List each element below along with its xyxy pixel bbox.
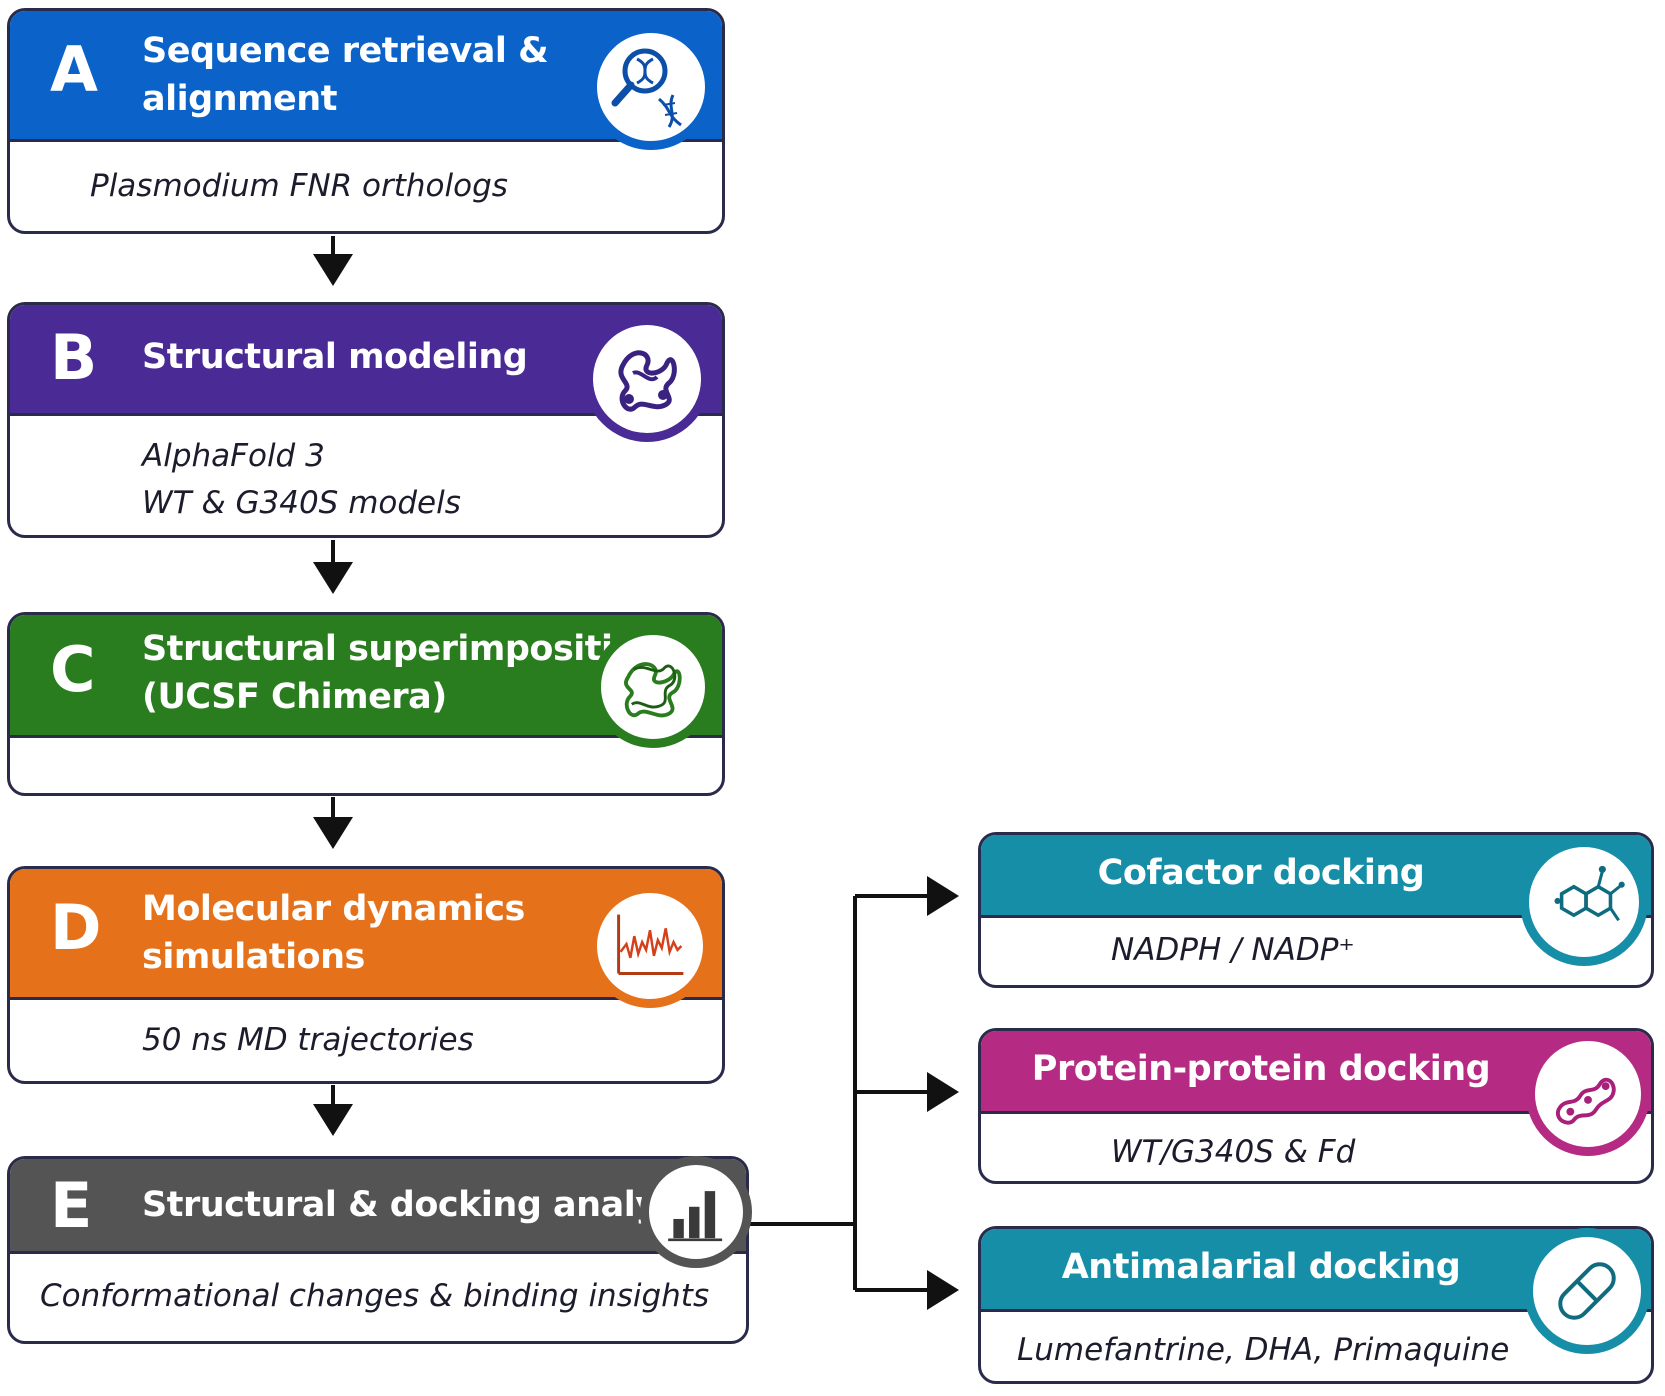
step-b-title: Structural modeling [142,337,528,377]
step-d-letter: D [50,891,102,964]
step-c-title: Structural superimposition (UCSF Chimera… [142,629,661,717]
capsule-icon [1524,1228,1650,1354]
protein-protein-docking-title: Protein-protein docking [1031,1049,1491,1089]
protein-protein-docking-subtitle: WT/G340S & Fd [1111,1134,1356,1170]
bar-chart-icon [640,1156,752,1268]
step-e-title: Structural & docking analysis [142,1185,710,1225]
protein-complex-icon [1526,1032,1650,1156]
step-e-letter: E [50,1169,93,1242]
step-e-subtitle: Conformational changes & binding insight… [40,1278,710,1314]
magnifier-dna-icon [588,24,714,150]
superimposed-protein-icon [592,626,714,748]
molecule-icon [1520,838,1648,966]
step-d-subtitle: 50 ns MD trajectories [142,1022,474,1058]
trajectory-plot-icon [588,884,712,1008]
step-c-letter: C [50,633,96,706]
cofactor-docking-subtitle: NADPH / NADP⁺ [1111,932,1355,968]
protein-structure-icon [584,316,710,442]
antimalarial-docking-title: Antimalarial docking [1061,1247,1461,1287]
step-a-subtitle: Plasmodium FNR orthologs [90,168,508,204]
step-d-title: Molecular dynamics simulations [142,889,525,977]
step-a-letter: A [50,33,98,106]
step-e-card: E Structural & docking analysis Conforma… [7,1156,749,1344]
antimalarial-docking-subtitle: Lumefantrine, DHA, Primaquine [1017,1332,1510,1368]
cofactor-docking-title: Cofactor docking [1097,853,1425,893]
step-b-subtitle: AlphaFold 3 WT & G340S models [142,438,461,521]
step-a-title: Sequence retrieval & alignment [142,31,549,119]
step-e-header: E Structural & docking analysis [10,1159,746,1254]
step-b-letter: B [50,321,98,394]
